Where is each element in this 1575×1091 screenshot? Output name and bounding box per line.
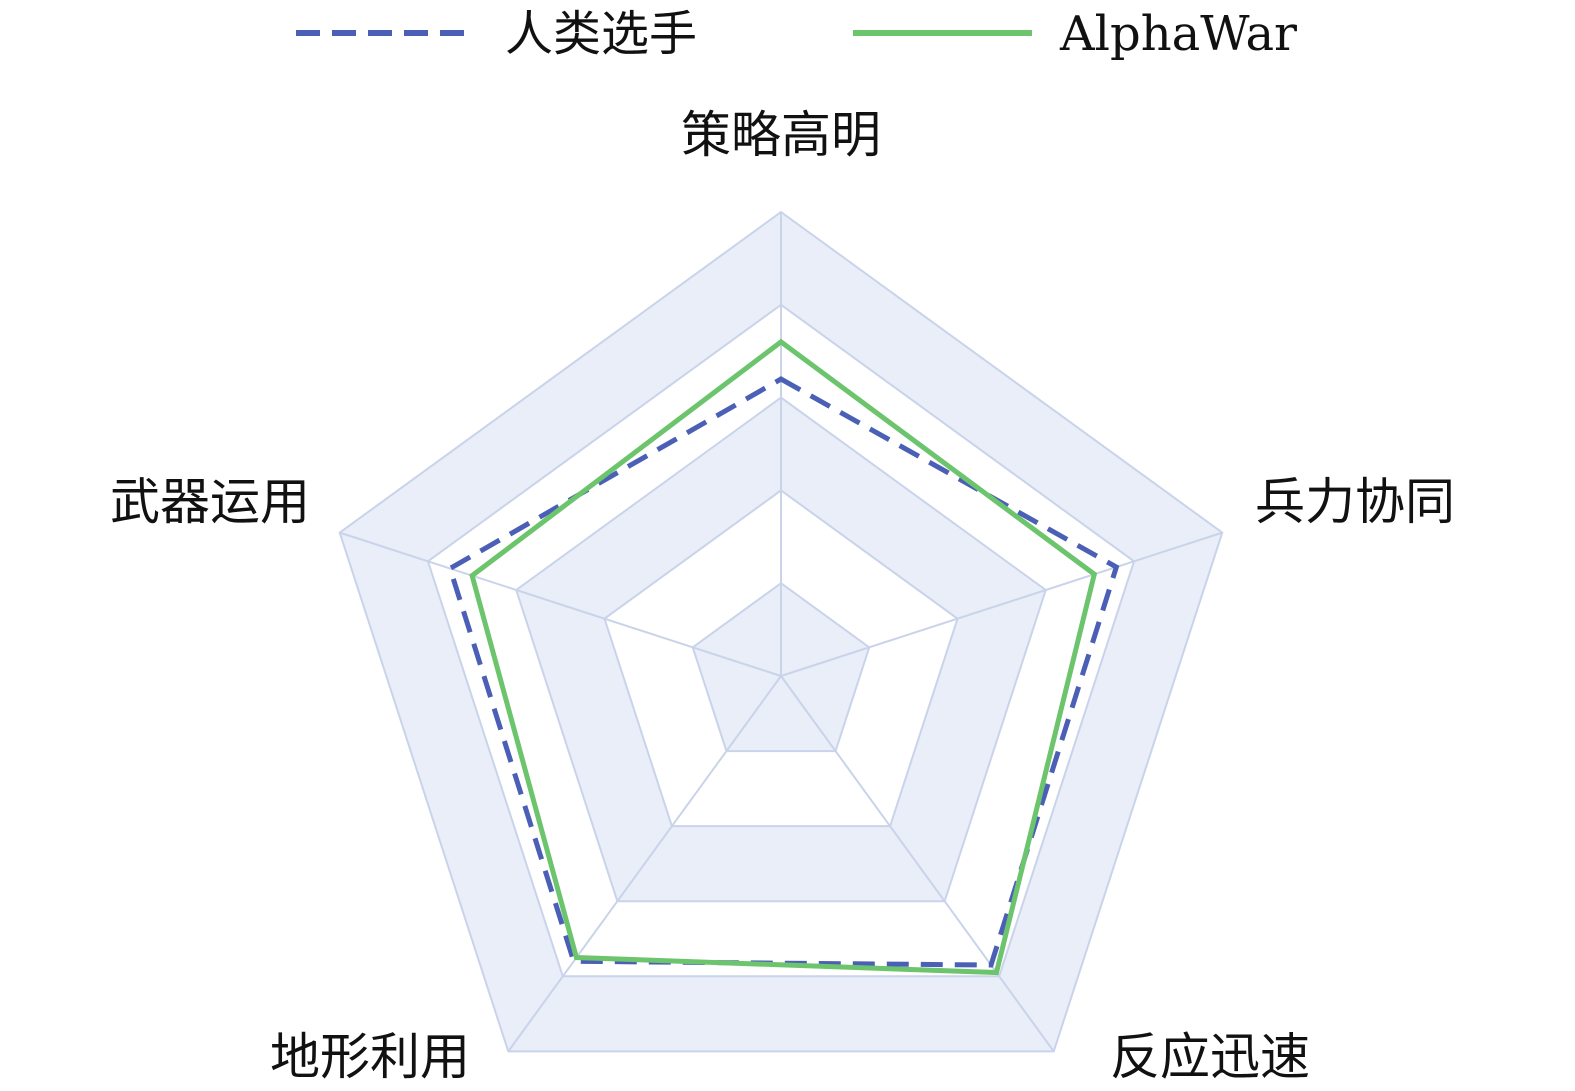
grid-spoke-2 — [780, 531, 1223, 677]
radar-series — [447, 338, 1120, 976]
radar-grid-spokes — [339, 212, 1223, 1052]
legend: 人类选手 AlphaWar — [296, 6, 1297, 62]
axis-label-5: 武器运用 — [110, 473, 310, 531]
series-line-1 — [447, 376, 1120, 968]
axis-label-1: 策略高明 — [681, 106, 881, 164]
legend-label-series-2: AlphaWar — [1059, 6, 1297, 62]
grid-spoke-3 — [780, 675, 1055, 1052]
axis-label-3: 反应迅速 — [1110, 1028, 1310, 1086]
axis-label-2: 兵力协同 — [1255, 473, 1455, 531]
grid-spoke-4 — [507, 675, 782, 1052]
legend-label-series-1: 人类选手 — [505, 6, 697, 62]
series-line-2 — [469, 338, 1098, 976]
grid-spoke-5 — [339, 531, 782, 677]
axis-label-4: 地形利用 — [270, 1028, 470, 1086]
